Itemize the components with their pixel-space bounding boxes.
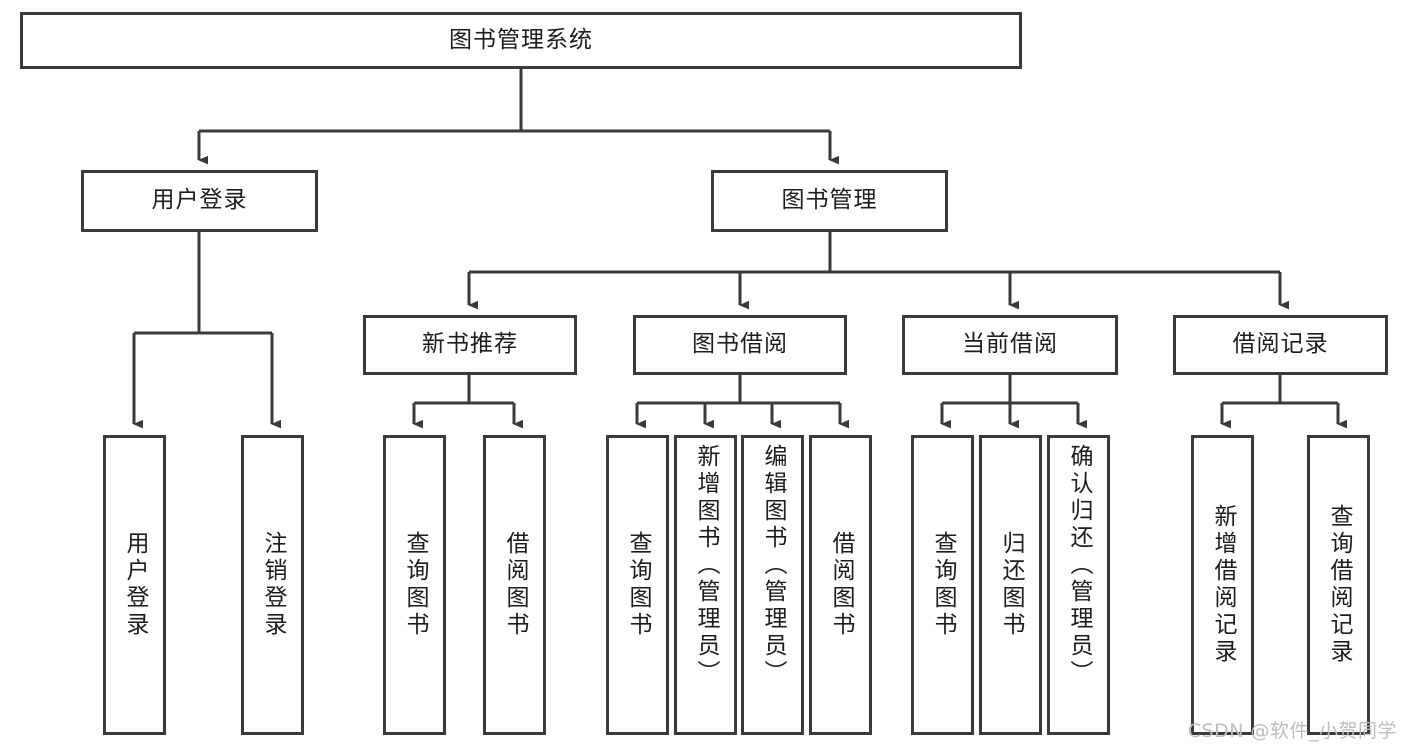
node-current-borrow[interactable]: 当前借阅 — [902, 315, 1118, 375]
node-label: 查询借阅记录 — [1326, 504, 1352, 666]
leaf-logout[interactable]: 注销登录 — [241, 435, 304, 735]
leaf-text-wrap: 新增图书（管理员） — [677, 438, 734, 732]
node-book-management[interactable]: 图书管理 — [711, 170, 948, 232]
node-label: 编辑图书（管理员） — [760, 444, 786, 687]
node-label: 图书借阅 — [692, 331, 788, 358]
node-label: 新增借阅记录 — [1210, 504, 1236, 666]
leaf-text-wrap: 归还图书 — [982, 438, 1039, 732]
leaf-query-borrow-record[interactable]: 查询借阅记录 — [1307, 435, 1370, 735]
node-label: 归还图书 — [998, 531, 1024, 639]
leaf-text-wrap: 借阅图书 — [812, 438, 869, 732]
leaf-return-book[interactable]: 归还图书 — [979, 435, 1042, 735]
leaf-query-book-current[interactable]: 查询图书 — [911, 435, 974, 735]
node-label: 注销登录 — [260, 531, 286, 639]
leaf-text-wrap: 查询图书 — [386, 438, 443, 732]
node-label: 查询图书 — [402, 531, 428, 639]
node-label: 用户登录 — [151, 187, 248, 214]
leaf-confirm-return-admin[interactable]: 确认归还（管理员） — [1047, 435, 1110, 735]
leaf-text-wrap: 用户登录 — [106, 438, 163, 732]
leaf-text-wrap: 查询图书 — [914, 438, 971, 732]
node-label: 图书管理系统 — [449, 26, 593, 53]
leaf-user-login[interactable]: 用户登录 — [103, 435, 166, 735]
node-label: 借阅图书 — [502, 531, 528, 639]
node-label: 借阅记录 — [1232, 331, 1329, 358]
leaf-text-wrap: 查询借阅记录 — [1310, 438, 1367, 732]
leaf-add-borrow-record[interactable]: 新增借阅记录 — [1191, 435, 1254, 735]
leaf-text-wrap: 查询图书 — [609, 438, 666, 732]
leaf-add-book-admin[interactable]: 新增图书（管理员） — [674, 435, 737, 735]
node-root-book-management-system[interactable]: 图书管理系统 — [20, 12, 1022, 69]
leaf-text-wrap: 注销登录 — [244, 438, 301, 732]
node-label: 用户登录 — [122, 531, 148, 639]
leaf-text-wrap: 借阅图书 — [486, 438, 543, 732]
leaf-borrow-book[interactable]: 借阅图书 — [809, 435, 872, 735]
leaf-edit-book-admin[interactable]: 编辑图书（管理员） — [741, 435, 804, 735]
node-label: 查询图书 — [625, 531, 651, 639]
node-borrow-record[interactable]: 借阅记录 — [1173, 315, 1388, 375]
node-label: 当前借阅 — [962, 331, 1058, 358]
node-label: 新增图书（管理员） — [693, 444, 719, 687]
leaf-query-book-borrow[interactable]: 查询图书 — [606, 435, 669, 735]
node-label: 图书管理 — [781, 187, 878, 214]
node-user-login[interactable]: 用户登录 — [81, 170, 318, 232]
node-new-book-recommend[interactable]: 新书推荐 — [363, 315, 577, 375]
leaf-text-wrap: 新增借阅记录 — [1194, 438, 1251, 732]
leaf-text-wrap: 编辑图书（管理员） — [744, 438, 801, 732]
node-label: 确认归还（管理员） — [1066, 444, 1092, 687]
node-label: 查询图书 — [930, 531, 956, 639]
leaf-borrow-book-new[interactable]: 借阅图书 — [483, 435, 546, 735]
node-label: 借阅图书 — [828, 531, 854, 639]
leaf-text-wrap: 确认归还（管理员） — [1050, 438, 1107, 732]
leaf-query-book-new[interactable]: 查询图书 — [383, 435, 446, 735]
node-label: 新书推荐 — [422, 331, 518, 358]
csdn-watermark: CSDN @软件_小贺同学 — [1187, 720, 1397, 742]
node-book-borrow[interactable]: 图书借阅 — [633, 315, 847, 375]
